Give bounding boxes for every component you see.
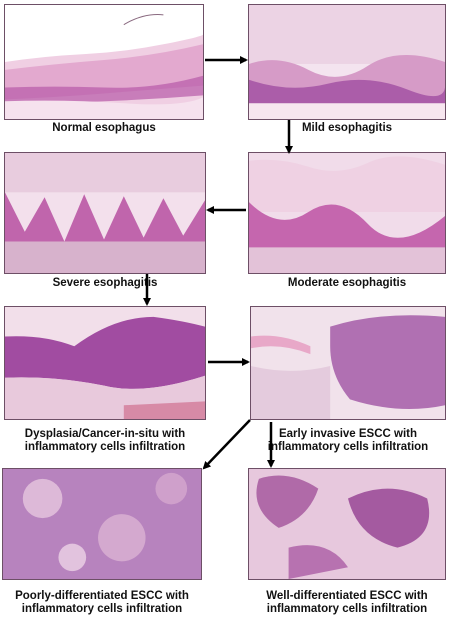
panel-moderate-esophagitis bbox=[248, 152, 446, 274]
caption-line: inflammatory cells infiltration bbox=[21, 603, 183, 615]
caption-line: Mild esophagitis bbox=[301, 122, 393, 134]
caption-line: inflammatory cells infiltration bbox=[266, 603, 428, 615]
panel-normal-esophagus bbox=[4, 4, 204, 120]
micrograph-moderate bbox=[249, 153, 445, 273]
caption-well: Well-differentiated ESCC with inflammato… bbox=[248, 590, 446, 616]
micrograph-severe bbox=[5, 153, 205, 273]
panel-well-differentiated bbox=[248, 468, 446, 580]
caption-poor: Poorly-differentiated ESCC with inflamma… bbox=[2, 590, 202, 616]
panel-poorly-differentiated bbox=[2, 468, 202, 580]
caption-normal: Normal esophagus bbox=[4, 122, 204, 135]
panel-early-invasive bbox=[250, 306, 446, 420]
caption-mild: Mild esophagitis bbox=[248, 122, 446, 135]
caption-line: Poorly-differentiated ESCC with bbox=[15, 590, 189, 602]
caption-line: Early invasive ESCC with bbox=[278, 428, 418, 440]
caption-line: Moderate esophagitis bbox=[287, 277, 407, 289]
micrograph-early bbox=[251, 307, 445, 419]
micrograph-normal bbox=[5, 5, 203, 119]
panel-dysplasia bbox=[4, 306, 206, 420]
caption-line: Well-differentiated ESCC with bbox=[266, 590, 428, 602]
arrow-early-to-poor bbox=[202, 419, 251, 470]
micrograph-mild bbox=[249, 5, 445, 119]
caption-line: inflammatory cells infiltration bbox=[267, 441, 429, 453]
caption-line: Severe esophagitis bbox=[52, 277, 158, 289]
panel-severe-esophagitis bbox=[4, 152, 206, 274]
caption-severe: Severe esophagitis bbox=[4, 277, 206, 290]
micrograph-well bbox=[249, 469, 445, 579]
micrograph-dysplasia bbox=[5, 307, 205, 419]
caption-line: inflammatory cells infiltration bbox=[24, 441, 186, 453]
caption-line: Normal esophagus bbox=[52, 122, 156, 134]
caption-dysplasia: Dysplasia/Cancer-in-situ with inflammato… bbox=[4, 428, 206, 454]
panel-mild-esophagitis bbox=[248, 4, 446, 120]
caption-early: Early invasive ESCC with inflammatory ce… bbox=[250, 428, 446, 454]
caption-line: Dysplasia/Cancer-in-situ with bbox=[24, 428, 186, 440]
caption-moderate: Moderate esophagitis bbox=[248, 277, 446, 290]
micrograph-poor bbox=[3, 469, 201, 579]
